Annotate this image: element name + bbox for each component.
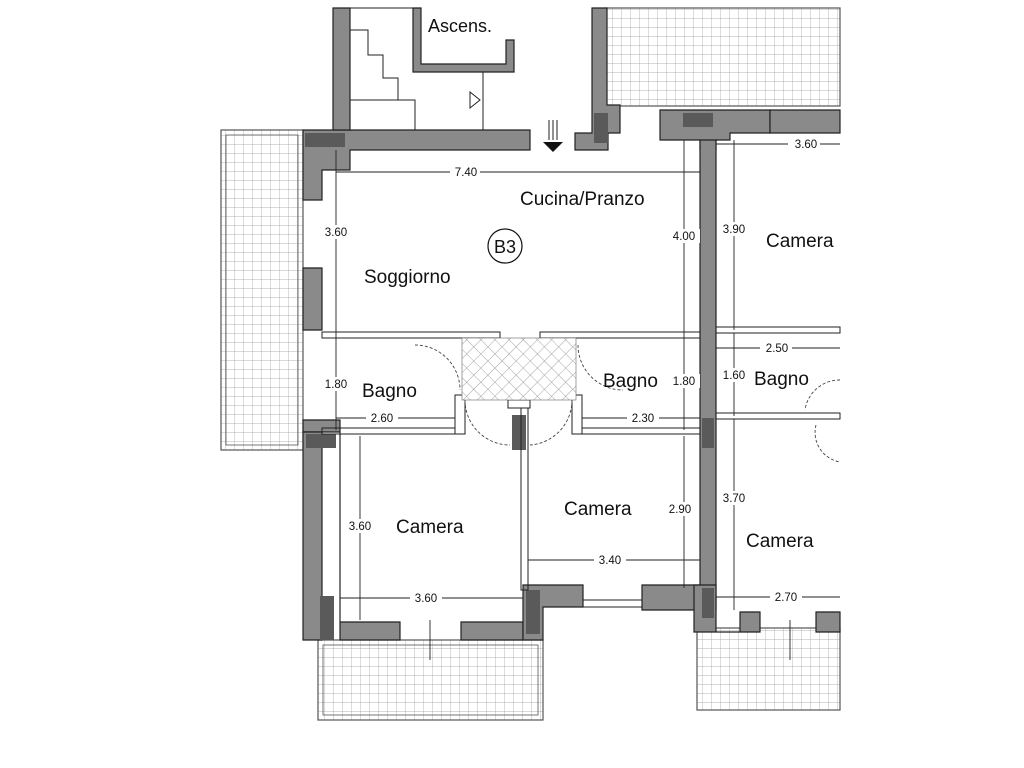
dim-bed-right-width: 2.70 — [775, 592, 797, 604]
balconies — [220, 7, 841, 721]
dim-top-right-bed-depth: 3.90 — [723, 224, 745, 236]
dim-bath-mid-width: 2.30 — [632, 413, 654, 425]
room-bedroom-mid: Camera — [564, 499, 632, 520]
dimension-labels: 7.40 3.60 4.00 3.90 3.60 1.80 2.60 1.80 … — [320, 137, 820, 605]
dim-bed-mid-depth: 2.90 — [669, 504, 691, 516]
dim-bath-mid-depth: 1.80 — [673, 376, 695, 388]
elevator-shaft — [412, 7, 515, 73]
balcony-bottom-left — [317, 639, 544, 721]
partitions — [321, 326, 841, 608]
room-bedroom-top-right: Camera — [766, 231, 834, 252]
elevator-label: Ascens. — [428, 16, 492, 36]
dim-bath-right-width: 2.50 — [766, 343, 788, 355]
room-labels: Cucina/Pranzo Soggiorno Bagno Bagno Bagn… — [362, 189, 834, 552]
unit-label-text: B3 — [494, 237, 516, 257]
dimension-lines — [335, 140, 840, 660]
room-kitchen-dining: Cucina/Pranzo — [520, 189, 645, 210]
walls — [302, 7, 841, 641]
room-bath-right: Bagno — [754, 369, 809, 390]
unit-label: B3 — [487, 228, 523, 264]
balcony-left — [220, 129, 304, 451]
hallway — [461, 337, 577, 401]
dim-bed-left-depth: 3.60 — [349, 521, 371, 533]
room-bath-left: Bagno — [362, 381, 417, 402]
door-swings — [414, 344, 841, 463]
dim-bed-left-width: 3.60 — [415, 593, 437, 605]
dim-kitchen-depth: 4.00 — [673, 231, 695, 243]
room-living: Soggiorno — [364, 267, 451, 288]
dim-living-width: 7.40 — [455, 167, 477, 179]
dim-bed-mid-width: 3.40 — [599, 555, 621, 567]
balcony-bottom-right — [696, 627, 841, 711]
dim-bath-right-depth: 1.60 — [723, 370, 745, 382]
room-bedroom-right: Camera — [746, 531, 814, 552]
dim-bath-left-width: 2.60 — [371, 413, 393, 425]
dim-top-right-bed-width: 3.60 — [795, 139, 817, 151]
dim-living-depth: 3.60 — [325, 227, 347, 239]
balcony-top-right — [604, 7, 841, 107]
dim-bath-left-depth: 1.80 — [325, 379, 347, 391]
entry-arrow — [543, 120, 563, 152]
dim-bed-right-depth: 3.70 — [723, 493, 745, 505]
room-bath-mid: Bagno — [603, 371, 658, 392]
room-bedroom-left: Camera — [396, 517, 464, 538]
